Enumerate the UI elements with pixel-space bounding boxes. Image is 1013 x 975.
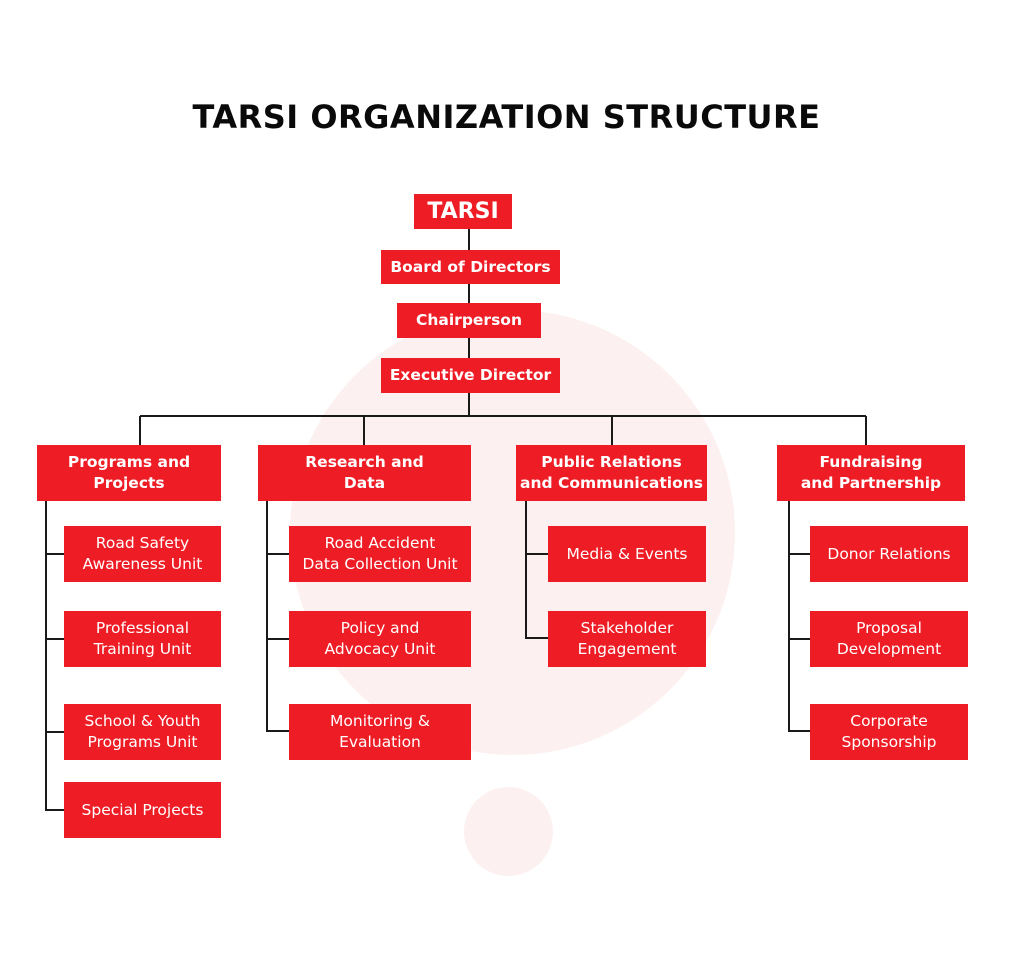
unit-proposal-development: Proposal Development	[810, 611, 968, 667]
unit-professional-training: Professional Training Unit	[64, 611, 221, 667]
background-circle-small	[464, 787, 553, 876]
unit-donor-relations: Donor Relations	[810, 526, 968, 582]
dept-public-relations: Public Relations and Communications	[516, 445, 707, 501]
page-title: TARSI ORGANIZATION STRUCTURE	[192, 98, 821, 136]
unit-special-projects: Special Projects	[64, 782, 221, 838]
node-executive-director: Executive Director	[381, 358, 560, 393]
unit-stakeholder-engagement: Stakeholder Engagement	[548, 611, 706, 667]
dept-research-and-data: Research and Data	[258, 445, 471, 501]
unit-road-safety-awareness: Road Safety Awareness Unit	[64, 526, 221, 582]
unit-media-events: Media & Events	[548, 526, 706, 582]
unit-school-youth-programs: School & Youth Programs Unit	[64, 704, 221, 760]
dept-programs-and-projects: Programs and Projects	[37, 445, 221, 501]
unit-monitoring-evaluation: Monitoring & Evaluation	[289, 704, 471, 760]
unit-corporate-sponsorship: Corporate Sponsorship	[810, 704, 968, 760]
unit-road-accident-data: Road Accident Data Collection Unit	[289, 526, 471, 582]
node-board-of-directors: Board of Directors	[381, 250, 560, 284]
dept-fundraising: Fundraising and Partnership	[777, 445, 965, 501]
unit-policy-advocacy: Policy and Advocacy Unit	[289, 611, 471, 667]
node-chairperson: Chairperson	[397, 303, 541, 338]
node-tarsi: TARSI	[414, 194, 512, 229]
